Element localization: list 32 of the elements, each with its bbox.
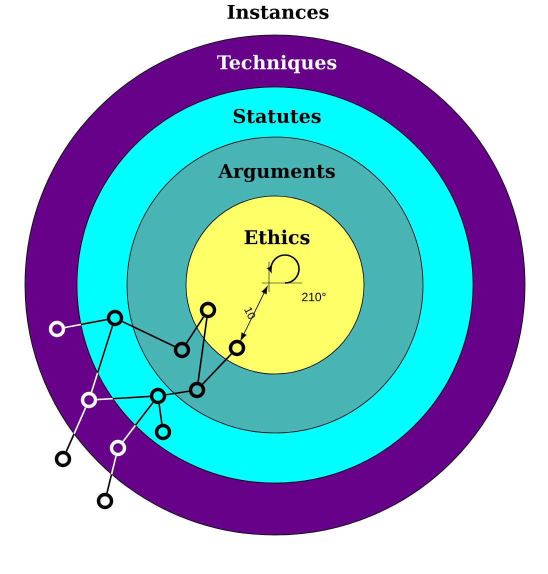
ring-marker <box>54 450 72 468</box>
angle-label: 210° <box>302 292 326 302</box>
ring-marker <box>110 440 126 456</box>
connector-line <box>97 396 150 400</box>
ring-marker <box>200 302 216 318</box>
ring-marker <box>48 320 66 338</box>
ring-marker <box>106 310 124 326</box>
band-label: Techniques <box>217 54 336 74</box>
connector-line <box>197 318 208 382</box>
connector-line <box>202 353 232 385</box>
ring-marker <box>150 388 166 404</box>
connector-line <box>64 318 108 328</box>
connector-line <box>90 326 114 392</box>
outer-label: Instances <box>228 4 329 20</box>
ring-marker <box>228 340 246 356</box>
band-label: Statutes <box>234 108 321 124</box>
connector-line <box>158 404 163 424</box>
connector-line <box>106 456 117 494</box>
band-label: Ethics <box>244 230 310 244</box>
ring-marker <box>174 342 190 358</box>
connector-line <box>166 390 190 396</box>
ring-marker <box>188 382 206 398</box>
connector-line <box>186 316 204 344</box>
dimension-label: 10 <box>244 307 256 319</box>
circle-band <box>186 196 364 374</box>
ring-marker <box>154 424 172 440</box>
ring-marker <box>80 392 98 408</box>
connector-line <box>122 402 154 442</box>
connector-line <box>122 320 175 348</box>
connector-line <box>66 407 86 452</box>
band-label: Arguments <box>218 164 335 182</box>
ring-marker <box>96 492 114 510</box>
